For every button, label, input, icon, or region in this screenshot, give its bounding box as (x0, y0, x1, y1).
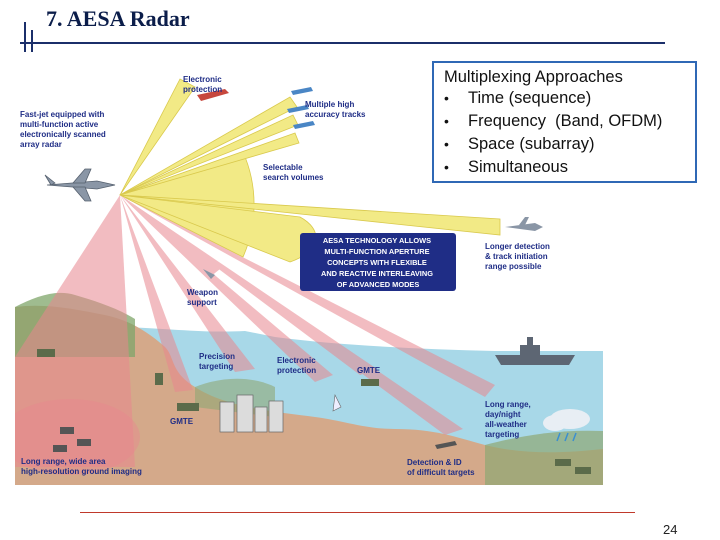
beam-gmte-left (120, 195, 193, 392)
list-item-text: Simultaneous (468, 158, 568, 176)
page-number: 24 (663, 522, 678, 537)
bullet-icon: • (444, 136, 449, 152)
fast-jet-label: Fast-jet equipped with multi-function ac… (20, 110, 108, 149)
boat-icon (435, 441, 457, 449)
electronic-protection-ground-label: Electronic protection (277, 356, 318, 375)
rain-cloud-icon (543, 409, 590, 442)
enemy-jet-icon (197, 89, 229, 101)
list-item-text: Frequency (Band, OFDM) (468, 112, 663, 130)
search-volumes-label: Selectable search volumes (263, 163, 324, 182)
weapon-support-label: Weapon support (187, 288, 220, 307)
longer-detection-label: Longer detection & track initiation rang… (485, 242, 552, 271)
warship-icon (495, 337, 575, 365)
gmte-right-label: GMTE (357, 366, 381, 375)
list-item: • Frequency (Band, OFDM) (444, 110, 685, 133)
missile-icon (203, 269, 215, 279)
detection-id-label: Detection & ID of difficult targets (407, 458, 475, 477)
bullet-icon: • (444, 113, 449, 129)
aesa-radar-illustration: Fast-jet equipped with multi-function ac… (15, 57, 603, 485)
list-item-text: Space (subarray) (468, 135, 595, 153)
beam-longer-detection (119, 194, 501, 236)
bullet-icon: • (444, 90, 449, 106)
illustration-canvas: Fast-jet equipped with multi-function ac… (15, 57, 603, 485)
all-weather-label: Long range, day/night all-weather target… (485, 400, 533, 439)
red-radar-beams (15, 195, 495, 467)
land-area (15, 305, 603, 485)
list-item-text: Time (sequence) (468, 89, 592, 107)
list-item: • Space (subarray) (444, 133, 685, 156)
ground-imaging-footprint (15, 399, 140, 475)
title-underline (20, 42, 665, 44)
beam-track-1 (119, 96, 298, 196)
multiplexing-list: • Time (sequence) • Frequency (Band, OFDM)… (444, 87, 685, 179)
beam-weapon-support (120, 195, 220, 277)
gmte-left-label: GMTE (170, 417, 194, 426)
ground-vehicles (37, 349, 591, 474)
beam-all-weather (120, 195, 495, 397)
title-decoration-bar (31, 30, 33, 52)
electronic-protection-air-label: Electronic protection (183, 75, 224, 94)
slide-title: 7. AESA Radar (46, 6, 190, 31)
hill-vegetation-right (485, 430, 603, 485)
multiple-tracks-label: Multiple high accuracy tracks (305, 100, 366, 119)
figure-labels: Fast-jet equipped with multi-function ac… (20, 75, 552, 477)
beam-electronic-protection-air (119, 78, 196, 196)
precision-targeting-label: Precision targeting (199, 352, 237, 371)
multiplexing-callout: Multiplexing Approaches • Time (sequence)… (432, 61, 697, 183)
list-item: • Time (sequence) (444, 87, 685, 110)
yellow-radar-beams (118, 78, 501, 263)
fast-jet-icon (44, 168, 116, 202)
bullet-icon: • (444, 159, 449, 175)
distant-jet-icon (505, 217, 543, 231)
buildings (219, 394, 284, 433)
beam-ground-imaging (15, 195, 135, 467)
beam-track-3 (119, 132, 300, 196)
beam-precision-targeting (120, 195, 255, 372)
aesa-technology-box (300, 233, 456, 291)
list-item: • Simultaneous (444, 156, 685, 179)
title-decoration-bar (24, 22, 26, 52)
target-vehicles-cluster (53, 427, 91, 452)
beam-detection-id (120, 195, 463, 435)
callout-heading: Multiplexing Approaches (444, 68, 623, 86)
beam-track-2 (119, 114, 299, 196)
footer-rule (80, 512, 635, 513)
ground-imaging-label: Long range, wide area high-resolution gr… (21, 457, 142, 476)
satellite-dish-icon (332, 393, 342, 412)
aesa-technology-text: AESA TECHNOLOGY ALLOWS MULTI-FUNCTION AP… (321, 236, 435, 289)
tracked-aircraft-icons (287, 87, 315, 129)
